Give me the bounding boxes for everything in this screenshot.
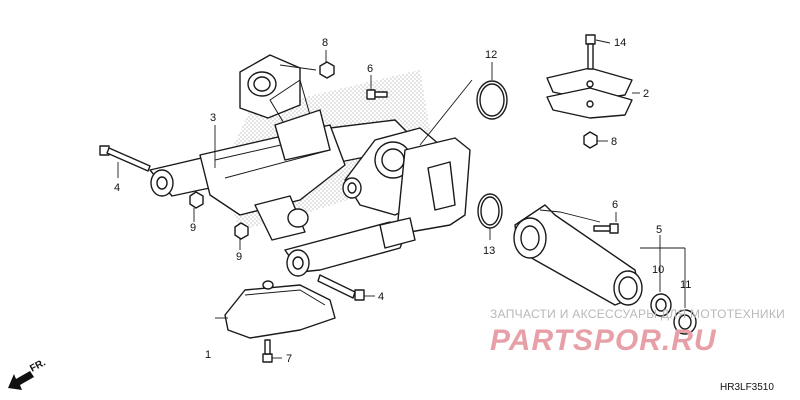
callout-6-upper: 6 [367,63,373,75]
pivot-housing [513,204,697,335]
bolt-6-right [593,223,619,234]
callout-9-upper: 9 [190,222,196,234]
diagram-code: HR3LF3510 [720,382,774,393]
callout-9-lower: 9 [236,251,242,263]
callout-10: 10 [652,264,664,276]
nut-9-lower [234,222,249,240]
bolt-4-left [99,145,151,172]
callout-labels: 1 2 3 4 4 5 6 6 7 8 8 9 9 10 11 12 13 14 [114,37,691,365]
callout-6-right: 6 [612,199,618,211]
callout-11: 11 [680,279,691,291]
swingarm-guard [224,280,336,339]
mount-bracket [546,67,633,119]
nut-8-lower [583,131,598,149]
callout-8-upper: 8 [322,37,328,49]
callout-2: 2 [643,88,649,100]
callout-12: 12 [485,49,497,61]
callout-7: 7 [286,353,292,365]
bolt-6-upper [366,89,388,100]
callout-13: 13 [483,245,495,257]
arrow-down-left-icon [8,371,34,390]
callout-4-lower: 4 [378,291,384,303]
callout-3: 3 [210,112,216,124]
watermark: ЗАПЧАСТИ И АКСЕССУАРЫ ДЛЯ МОТОТЕХНИКИ PA… [490,307,785,357]
swingarm [149,54,471,277]
watermark-logo: PARTSPOR.RU [490,324,717,357]
front-label: FR. [28,357,48,374]
callout-14: 14 [614,37,626,49]
bolt-14 [585,34,596,70]
watermark-caption: ЗАПЧАСТИ И АКСЕССУАРЫ ДЛЯ МОТОТЕХНИКИ [490,307,785,321]
callout-5: 5 [656,224,662,236]
callout-4-left: 4 [114,182,120,194]
leader-lines [117,39,686,359]
bolt-7 [262,339,273,363]
bolt-4-lower [317,274,365,301]
nut-9-upper [189,191,204,209]
nut-8-upper [319,61,335,79]
front-direction-marker: FR. [8,357,48,390]
callout-1: 1 [205,349,211,361]
callout-8-lower: 8 [611,136,617,148]
